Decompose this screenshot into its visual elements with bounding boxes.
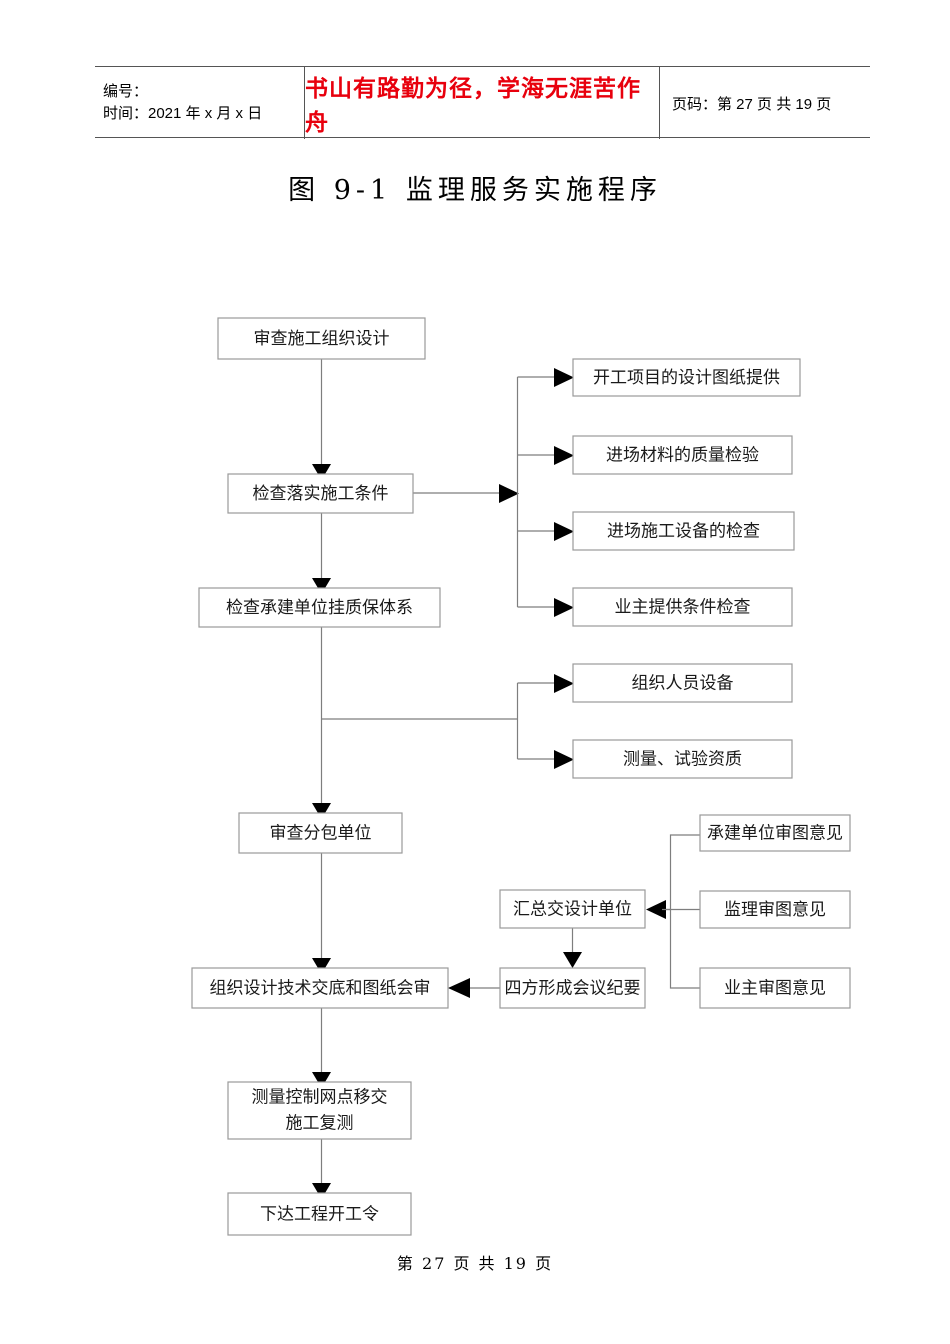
node-submit-to-design-institute[interactable]: 汇总交设计单位	[499, 889, 646, 929]
svg-text:测量控制网点移交: 测量控制网点移交	[252, 1088, 388, 1108]
flowchart-nodes: 审查施工组织设计 检查落实施工条件 检查承建单位挂质保体系 审查分包单位 组织设…	[191, 317, 851, 1236]
svg-text:测量、试验资质: 测量、试验资质	[623, 750, 742, 770]
svg-text:检查承建单位挂质保体系: 检查承建单位挂质保体系	[226, 598, 413, 618]
node-survey-test-qualification[interactable]: 测量、试验资质	[572, 739, 793, 779]
flowchart-connectors	[312, 359, 700, 1199]
svg-text:承建单位审图意见: 承建单位审图意见	[707, 824, 843, 844]
svg-text:检查落实施工条件: 检查落实施工条件	[253, 484, 389, 504]
header-time-label: 时间：2021 年 x 月 x 日	[103, 105, 263, 122]
node-contractor-drawing-opinion[interactable]: 承建单位审图意见	[699, 814, 851, 852]
header-bottom-rule	[95, 137, 870, 138]
svg-text:审查施工组织设计: 审查施工组织设计	[254, 329, 390, 349]
node-provide-design-drawings[interactable]: 开工项目的设计图纸提供	[572, 358, 801, 397]
page-header-table: 编号： 时间：2021 年 x 月 x 日 书山有路勤为径，学海无涯苦作舟 页码…	[95, 66, 870, 139]
svg-text:四方形成会议纪要: 四方形成会议纪要	[505, 979, 641, 999]
node-check-quality-system[interactable]: 检查承建单位挂质保体系	[198, 587, 441, 628]
node-material-quality-inspection[interactable]: 进场材料的质量检验	[572, 435, 793, 475]
svg-text:审查分包单位: 审查分包单位	[270, 824, 372, 844]
header-cell-number-time: 编号： 时间：2021 年 x 月 x 日	[95, 67, 304, 139]
header-number-label: 编号：	[103, 83, 149, 101]
node-review-subcontractor[interactable]: 审查分包单位	[238, 812, 403, 854]
node-review-construction-org-design[interactable]: 审查施工组织设计	[217, 317, 426, 360]
page-footer: 第 27 页 共 19 页	[396, 1254, 554, 1273]
node-owner-conditions-check[interactable]: 业主提供条件检查	[572, 587, 793, 627]
svg-text:组织设计技术交底和图纸会审: 组织设计技术交底和图纸会审	[210, 979, 431, 999]
header-page-label: 页码：第 27 页 共 19 页	[672, 95, 832, 113]
header-cell-motto: 书山有路勤为径，学海无涯苦作舟	[304, 67, 660, 139]
figure-title: 图 9-1 监理服务实施程序	[288, 175, 662, 206]
svg-text:进场施工设备的检查: 进场施工设备的检查	[607, 522, 760, 542]
svg-text:汇总交设计单位: 汇总交设计单位	[513, 900, 632, 920]
svg-text:下达工程开工令: 下达工程开工令	[260, 1205, 379, 1225]
node-owner-drawing-opinion[interactable]: 业主审图意见	[699, 967, 851, 1009]
node-organize-personnel-equipment[interactable]: 组织人员设备	[572, 663, 793, 703]
svg-text:业主审图意见: 业主审图意见	[724, 979, 826, 999]
header-cell-page: 页码：第 27 页 共 19 页	[660, 67, 870, 139]
node-four-party-meeting-minutes[interactable]: 四方形成会议纪要	[499, 967, 646, 1009]
svg-text:组织人员设备: 组织人员设备	[632, 674, 734, 694]
svg-text:开工项目的设计图纸提供: 开工项目的设计图纸提供	[593, 368, 780, 388]
node-supervisor-drawing-opinion[interactable]: 监理审图意见	[699, 890, 851, 929]
svg-text:监理审图意见: 监理审图意见	[724, 900, 826, 920]
svg-text:施工复测: 施工复测	[286, 1114, 354, 1134]
node-equipment-inspection[interactable]: 进场施工设备的检查	[572, 511, 795, 551]
svg-text:进场材料的质量检验: 进场材料的质量检验	[606, 446, 759, 466]
node-check-construction-conditions[interactable]: 检查落实施工条件	[227, 473, 414, 514]
svg-text:业主提供条件检查: 业主提供条件检查	[615, 598, 751, 618]
node-design-disclosure-drawing-review[interactable]: 组织设计技术交底和图纸会审	[191, 967, 449, 1009]
node-issue-commencement-order[interactable]: 下达工程开工令	[227, 1192, 412, 1236]
header-motto-text: 书山有路勤为径，学海无涯苦作舟	[305, 75, 641, 136]
node-survey-control-handover[interactable]: 测量控制网点移交 施工复测	[227, 1081, 412, 1140]
